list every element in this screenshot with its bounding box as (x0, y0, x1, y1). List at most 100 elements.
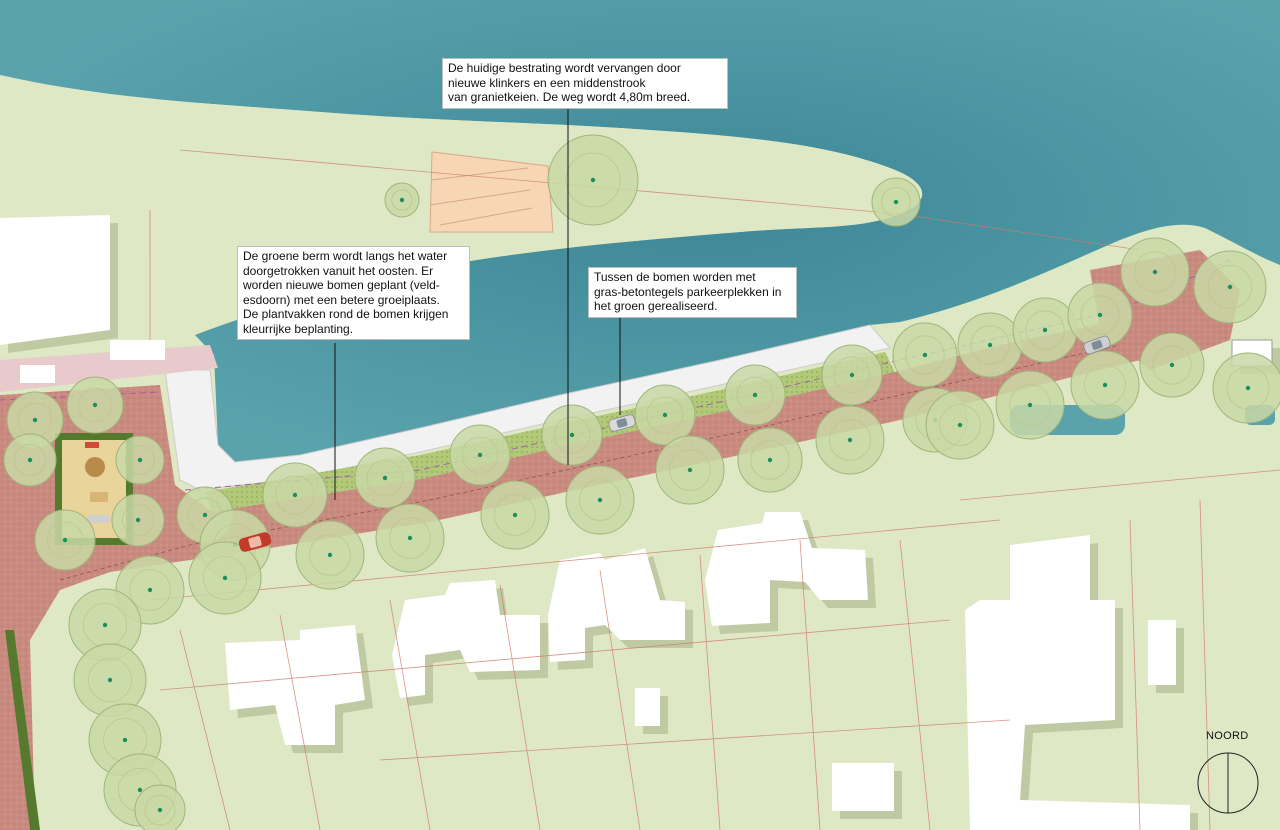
tree-trunk (157, 807, 163, 813)
tree-canopy-ring (1208, 264, 1253, 309)
tree-canopy-ring (669, 449, 711, 491)
tree-trunk (135, 517, 141, 523)
tree-canopy-ring (144, 794, 176, 826)
tree-canopy-ring (202, 556, 247, 601)
tree-canopy-ring (461, 436, 499, 474)
tree-canopy-ring (829, 419, 871, 461)
shed-1 (1148, 620, 1176, 685)
tree-canopy-ring (1025, 310, 1065, 350)
tree-trunk (590, 177, 596, 183)
tree-canopy-ring (389, 517, 431, 559)
car-red (238, 532, 272, 552)
north-label: NOORD (1206, 730, 1249, 742)
tree-canopy-ring (939, 404, 981, 446)
building-nw (0, 215, 110, 345)
tree-canopy-ring (905, 335, 945, 375)
tree-trunk (399, 197, 405, 203)
tree-canopy-ring (833, 356, 871, 394)
tree-canopy-ring (970, 325, 1010, 365)
water-body (0, 0, 1280, 462)
tree-canopy-ring (309, 534, 351, 576)
playground-carousel (85, 457, 105, 477)
shed-3 (635, 688, 660, 726)
tree-trunk (222, 575, 228, 581)
tree-trunk (1152, 269, 1158, 275)
callout-paving: De huidige bestrating wordt vervangen do… (442, 58, 728, 109)
terrace (429, 151, 554, 233)
tree-trunk (32, 417, 38, 423)
parcel-lines (149, 149, 1280, 830)
tree-trunk (147, 587, 153, 593)
tree-canopy-ring (1152, 345, 1192, 385)
tree-canopy-ring (553, 416, 591, 454)
playground-equipment (90, 492, 108, 502)
shed-2 (832, 763, 894, 811)
tree-canopy-ring (129, 569, 171, 611)
tree-canopy-ring (1009, 384, 1051, 426)
tree-trunk (597, 497, 603, 503)
tree-trunk (687, 467, 693, 473)
tree-trunk (893, 199, 899, 205)
tree-canopy-ring (881, 187, 911, 217)
tree-trunk (1027, 402, 1033, 408)
callout-parking: Tussen de bomen worden met gras-betonteg… (588, 267, 797, 318)
tree-trunk (92, 402, 98, 408)
tree-canopy-ring (275, 475, 315, 515)
tree-canopy-ring (750, 440, 790, 480)
tree-trunk (407, 535, 413, 541)
tree-canopy-ring (1226, 366, 1270, 410)
tree-trunk (767, 457, 773, 463)
tree-trunk (752, 392, 758, 398)
tree-canopy-ring (579, 479, 621, 521)
house-1 (225, 625, 365, 745)
tree-trunk (987, 342, 993, 348)
playground-slide (85, 442, 99, 448)
tree-canopy-ring (77, 387, 113, 423)
tree-canopy-ring (646, 396, 684, 434)
tree-trunk (1097, 312, 1103, 318)
tree-trunk (1042, 327, 1048, 333)
tree-trunk (477, 452, 483, 458)
tree-trunk (1227, 284, 1233, 290)
tree-trunk (922, 352, 928, 358)
tree-trunk (107, 677, 113, 683)
tree-trunk (847, 437, 853, 443)
house-2 (392, 580, 540, 698)
playground-bench (88, 515, 110, 523)
house-4 (705, 512, 868, 626)
tree-canopy-ring (736, 376, 774, 414)
tree-canopy-ring (46, 521, 84, 559)
small-building-west-2 (20, 365, 55, 383)
tree-canopy-ring (494, 494, 536, 536)
tree-trunk (512, 512, 518, 518)
tree-canopy-ring (88, 658, 133, 703)
tree-trunk (382, 475, 388, 481)
callout-berm: De groene berm wordt langs het water doo… (237, 246, 470, 340)
tree-trunk (27, 457, 33, 463)
tree-trunk (102, 622, 108, 628)
car-silver (608, 414, 636, 432)
terrace-lines (429, 167, 533, 226)
tree-trunk (849, 372, 855, 378)
small-building-west (110, 340, 165, 360)
buildings (0, 215, 1280, 830)
tree-trunk (1102, 382, 1108, 388)
tree-trunk (1169, 362, 1175, 368)
tree-trunk (292, 492, 298, 498)
tree-trunk (122, 737, 128, 743)
tree-trunk (137, 457, 143, 463)
tree-canopy-ring (391, 189, 413, 211)
car-grey-east (1083, 335, 1111, 355)
tree-trunk (1245, 385, 1251, 391)
trees (3, 134, 1280, 830)
tree-trunk (957, 422, 963, 428)
tree-canopy (134, 784, 186, 830)
tree-canopy-ring (366, 459, 404, 497)
tree-trunk (62, 537, 68, 543)
tree-trunk (569, 432, 575, 438)
tree-trunk (662, 412, 668, 418)
tree-canopy-ring (1080, 295, 1120, 335)
tree-canopy-ring (13, 443, 47, 476)
tree-trunk (327, 552, 333, 558)
